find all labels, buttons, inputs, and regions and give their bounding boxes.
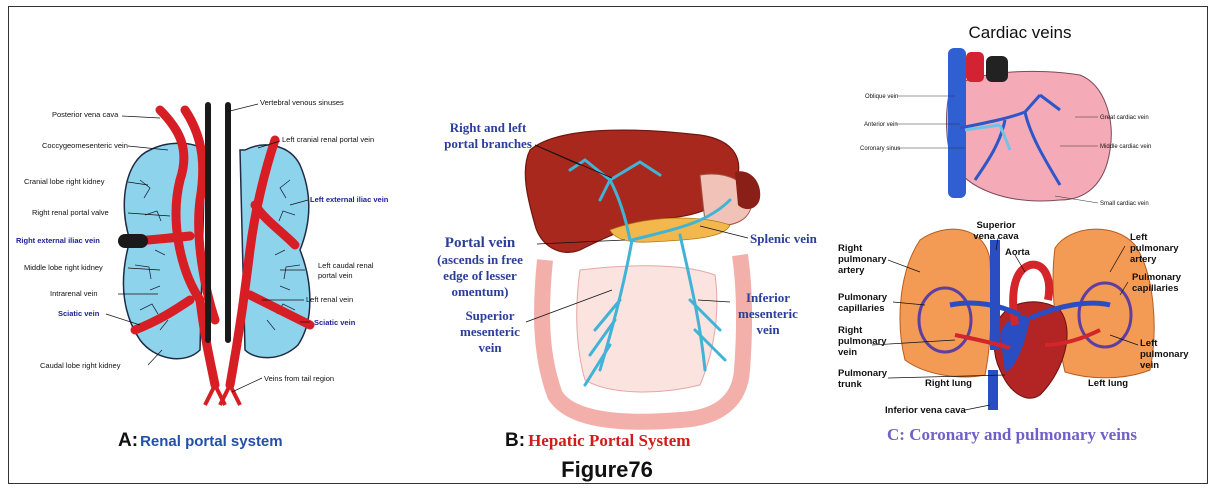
label-right-pulmonary-artery-2: pulmonary [838,254,887,265]
label-inferior-vena-cava: Inferior vena cava [885,405,967,416]
spleen [735,171,760,209]
panel-b-hepatic-portal-system: Right and left portal branches Portal ve… [437,120,817,451]
vena-cava-dark [208,105,228,340]
label-superior-mesenteric-3: vein [478,340,502,355]
label-pulmonary-capillaries-l1: Pulmonary [1132,272,1182,283]
label-pulmonary-capillaries-r1: Pulmonary [838,292,888,303]
label-sciatic-vein-right: Sciatic vein [58,309,100,318]
label-left-renal-vein: Left renal vein [306,295,353,304]
label-caudal-lobe-right-kidney: Caudal lobe right kidney [40,361,121,370]
right-external-iliac-marker [118,234,148,248]
panel-c-caption: C: Coronary and pulmonary veins [887,425,1137,444]
heart [946,71,1111,201]
label-pulmonary-trunk-1: Pulmonary [838,368,888,379]
label-superior-mesenteric-2: mesenteric [460,324,520,339]
label-coronary-sinus: Coronary sinus [860,146,900,152]
label-left-pulmonary-vein-2: pulmonary [1140,349,1189,360]
label-left-caudal-renal-portal-vein-2: portal vein [318,271,353,280]
label-cranial-lobe-right-kidney: Cranial lobe right kidney [24,177,105,186]
superior-vena-cava [990,240,1000,350]
label-anterior-vein: Anterior vein [864,122,898,128]
pulmonary-artery-black [986,56,1008,82]
label-left-external-iliac-vein: Left external iliac vein [310,195,389,204]
panel-b-caption: B:Hepatic Portal System [505,430,690,451]
label-portal-vein-desc-1: (ascends in free [437,252,523,267]
label-portal-vein-desc-3: omentum) [451,284,508,299]
label-left-pulmonary-vein-3: vein [1140,360,1159,371]
label-right-pulmonary-vein-3: vein [838,347,857,358]
label-sciatic-vein-left: Sciatic vein [314,318,356,327]
label-pulmonary-capillaries-r2: capillaries [838,303,884,314]
label-left-pulmonary-artery-2: pulmonary [1130,243,1179,254]
label-splenic-vein: Splenic vein [750,231,818,246]
label-left-caudal-renal-portal-vein-1: Left caudal renal [318,261,374,270]
label-veins-from-tail-region: Veins from tail region [264,374,334,383]
label-right-pulmonary-artery-3: artery [838,265,865,276]
label-right-pulmonary-vein-2: pulmonary [838,336,887,347]
label-left-pulmonary-artery-3: artery [1130,254,1157,265]
label-portal-vein: Portal vein [445,235,516,251]
label-middle-cardiac-vein: Middle cardiac vein [1100,144,1151,150]
inferior-vena-cava [988,370,998,410]
label-portal-vein-desc-2: edge of lesser [443,268,517,283]
label-intrarenal-vein: Intrarenal vein [50,289,98,298]
label-right-external-iliac-vein: Right external iliac vein [16,236,100,245]
label-pulmonary-trunk-2: trunk [838,379,862,390]
label-inferior-mesenteric-1: Inferior [746,290,790,305]
vena-cava-blue [948,48,966,198]
aorta-red [966,52,984,82]
panel-c-cardiac-veins: Cardiac veins Oblique vein Anterior vein… [860,23,1151,207]
label-left-pulmonary-vein-1: Left [1140,338,1158,349]
label-portal-branches-2: portal branches [444,136,532,151]
figure-label: Figure76 [561,457,653,482]
label-great-cardiac-vein: Great cardiac vein [1100,115,1149,121]
label-superior-mesenteric-1: Superior [465,308,514,323]
panel-a-caption: A:Renal portal system [118,430,283,451]
label-aorta: Aorta [1005,247,1031,258]
label-left-lung: Left lung [1088,378,1128,389]
label-vertebral-venous-sinuses: Vertebral venous sinuses [260,98,344,107]
label-left-cranial-renal-portal-vein: Left cranial renal portal vein [282,135,374,144]
label-inferior-mesenteric-3: vein [756,322,780,337]
panel-c-pulmonary-circulation: Superior vena cava Aorta Right pulmonary… [838,220,1189,444]
label-left-pulmonary-artery-1: Left [1130,232,1148,243]
label-right-pulmonary-artery-1: Right [838,243,863,254]
cardiac-veins-title: Cardiac veins [969,23,1072,42]
label-middle-lobe-right-kidney: Middle lobe right kidney [24,263,103,272]
label-right-renal-portal-valve: Right renal portal valve [32,208,109,217]
label-superior-vena-cava-2: vena cava [973,231,1019,242]
label-right-pulmonary-vein-1: Right [838,325,863,336]
label-superior-vena-cava-1: Superior [976,220,1015,231]
label-small-cardiac-vein: Small cardiac vein [1100,201,1149,207]
label-posterior-vena-cava: Posterior vena cava [52,110,119,119]
label-pulmonary-capillaries-l2: capillaries [1132,283,1178,294]
panel-a-renal-portal-system: Posterior vena cava Vertebral venous sin… [16,98,389,451]
label-coccygeomesenteric-vein: Coccygeomesenteric vein [42,141,128,150]
label-right-lung: Right lung [925,378,972,389]
label-oblique-vein: Oblique vein [865,94,898,100]
tail-veins [205,385,240,405]
label-inferior-mesenteric-2: mesenteric [738,306,798,321]
label-portal-branches-1: Right and left [450,120,527,135]
